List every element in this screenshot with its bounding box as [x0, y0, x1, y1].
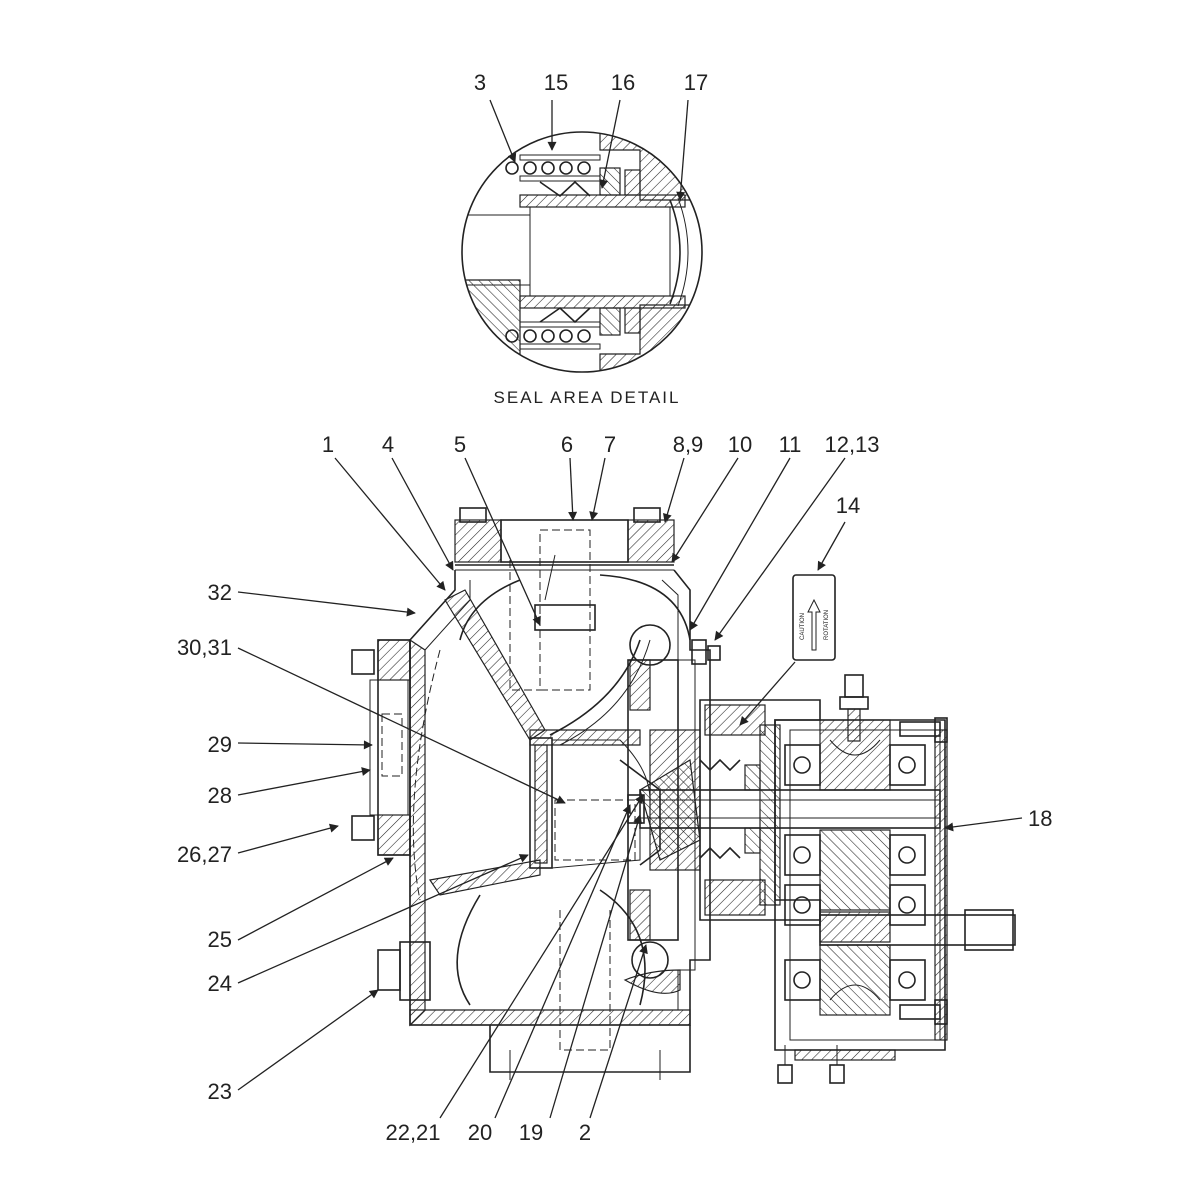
seal-plate — [627, 624, 721, 979]
callout-labels: 1 4 5 6 7 8,9 10 11 12,13 14 32 30,31 29… — [177, 432, 1053, 1145]
bearing-adapter — [699, 699, 821, 921]
callout-28: 28 — [208, 783, 232, 808]
detail-circle — [461, 131, 703, 373]
seal-spring-upper — [505, 154, 641, 198]
seal-spring-lower — [505, 306, 641, 350]
callout-5: 5 — [454, 432, 466, 457]
rotation-decal: CAUTION ROTATION — [792, 574, 836, 661]
callout-30-31: 30,31 — [177, 635, 232, 660]
seal-area-detail: 3 15 16 17 SEAL AREA DETAIL — [461, 70, 708, 407]
detail-contents — [462, 132, 702, 372]
callout-20: 20 — [468, 1120, 492, 1145]
detail-callout-15: 15 — [544, 70, 568, 95]
pump-section-view: CAUTION ROTATION — [351, 507, 1016, 1084]
callout-24: 24 — [208, 971, 232, 996]
callout-10: 10 — [728, 432, 752, 457]
callout-2: 2 — [579, 1120, 591, 1145]
callout-14: 14 — [836, 493, 860, 518]
callout-8-9: 8,9 — [673, 432, 704, 457]
callout-18: 18 — [1028, 806, 1052, 831]
detail-caption: SEAL AREA DETAIL — [494, 388, 681, 407]
hidden-lines — [412, 529, 636, 1051]
callout-19: 19 — [519, 1120, 543, 1145]
gear-housing — [774, 674, 1016, 1084]
callout-23: 23 — [208, 1079, 232, 1104]
callout-22-21: 22,21 — [385, 1120, 440, 1145]
decal-caution-text: CAUTION — [800, 613, 806, 640]
leader-lines — [237, 457, 1023, 1119]
callout-25: 25 — [208, 927, 232, 952]
callout-32: 32 — [208, 580, 232, 605]
callout-4: 4 — [382, 432, 394, 457]
detail-callout-17: 17 — [684, 70, 708, 95]
flapper-valve — [534, 554, 596, 631]
callout-6: 6 — [561, 432, 573, 457]
decal-rotation-text: ROTATION — [824, 610, 830, 640]
callout-11: 11 — [779, 432, 802, 457]
detail-callout-3: 3 — [474, 70, 486, 95]
callout-1: 1 — [322, 432, 334, 457]
callout-7: 7 — [604, 432, 616, 457]
callout-29: 29 — [208, 732, 232, 757]
callout-12-13: 12,13 — [824, 432, 879, 457]
detail-callout-16: 16 — [611, 70, 635, 95]
top-cover — [454, 507, 675, 571]
callout-26-27: 26,27 — [177, 842, 232, 867]
pump-base — [489, 1025, 691, 1080]
pump-casing — [409, 569, 711, 1027]
